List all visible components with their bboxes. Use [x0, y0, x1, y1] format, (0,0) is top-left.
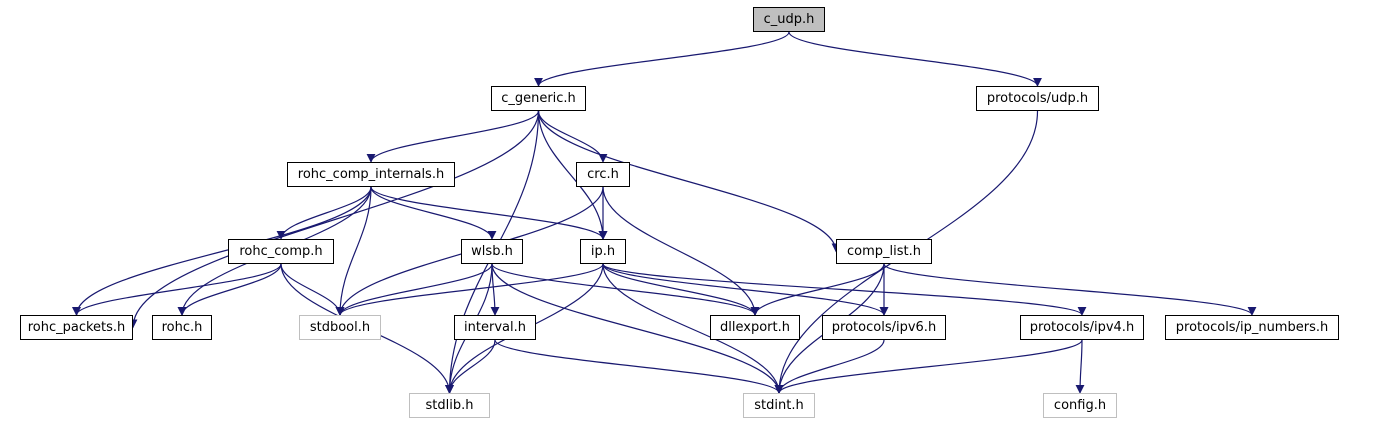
edge-wlsb-to-dllexport	[491, 263, 760, 316]
node-label: dllexport.h	[720, 320, 790, 335]
node-stdbool: stdbool.h	[299, 315, 381, 340]
node-stdint: stdint.h	[743, 393, 815, 418]
edge-c_generic-to-comp_list	[537, 110, 841, 253]
edge-rohc_comp-to-rohc	[177, 263, 282, 316]
edge-comp_list-to-dllexport	[750, 263, 885, 316]
node-rohc-comp[interactable]: rohc_comp.h	[228, 239, 334, 264]
edge-c_generic-to-ip	[537, 110, 608, 240]
node-protocols-ipv6[interactable]: protocols/ipv6.h	[822, 315, 946, 340]
node-ip[interactable]: ip.h	[580, 239, 626, 264]
edge-rohc_comp_internals-to-rohc_packets	[72, 186, 372, 316]
node-label: rohc_comp.h	[239, 244, 323, 259]
node-comp-list[interactable]: comp_list.h	[836, 239, 932, 264]
node-label: rohc.h	[161, 320, 203, 335]
edge-wlsb-to-stdbool	[335, 263, 493, 316]
node-label: stdlib.h	[425, 398, 474, 413]
edge-ip-to-stdint	[602, 263, 784, 394]
edge-c_generic-to-rohc_comp_internals	[366, 110, 540, 163]
node-wlsb[interactable]: wlsb.h	[461, 239, 523, 264]
edge-c_generic-to-crc	[537, 110, 608, 163]
node-label: c_udp.h	[763, 12, 815, 27]
node-label: comp_list.h	[847, 244, 921, 259]
edge-ip-to-ipv4	[602, 263, 1087, 316]
edge-rohc_comp_internals-to-ip	[370, 186, 608, 240]
edge-interval-to-stdlib	[445, 339, 496, 394]
node-label: protocols/ip_numbers.h	[1175, 320, 1329, 335]
edge-rohc_comp_internals-to-wlsb	[370, 186, 497, 240]
node-label: protocols/ipv6.h	[831, 320, 937, 335]
node-protocols-ipv4[interactable]: protocols/ipv4.h	[1020, 315, 1144, 340]
edge-c_udp-to-udp	[788, 31, 1042, 87]
node-label: stdint.h	[754, 398, 804, 413]
edge-rohc_comp_internals-to-stdbool	[335, 186, 372, 316]
edge-interval-to-stdint	[494, 339, 784, 394]
node-label: protocols/ipv4.h	[1029, 320, 1135, 335]
edge-ip-to-stdbool	[335, 263, 604, 316]
node-config: config.h	[1043, 393, 1117, 418]
node-label: wlsb.h	[471, 244, 513, 259]
node-interval[interactable]: interval.h	[454, 315, 536, 340]
edge-c_udp-to-c_generic	[534, 31, 790, 87]
node-protocols-ip-numbers[interactable]: protocols/ip_numbers.h	[1165, 315, 1339, 340]
node-rohc-packets[interactable]: rohc_packets.h	[20, 315, 133, 340]
node-label: config.h	[1053, 398, 1107, 413]
edge-ip-to-ipv6	[602, 263, 889, 316]
node-crc[interactable]: crc.h	[576, 162, 630, 187]
node-label: rohc_comp_internals.h	[297, 167, 445, 182]
node-label: c_generic.h	[501, 91, 576, 106]
edge-ipv4-to-config	[1075, 339, 1085, 394]
node-rohc[interactable]: rohc.h	[152, 315, 212, 340]
edge-ip-to-dllexport	[602, 263, 760, 316]
node-label: rohc_packets.h	[27, 320, 126, 335]
edge-rohc_comp-to-stdbool	[280, 263, 345, 316]
edge-crc-to-dllexport	[602, 186, 760, 316]
edge-comp_list-to-ip_numbers	[883, 263, 1257, 316]
node-label: protocols/udp.h	[986, 91, 1089, 106]
node-dllexport[interactable]: dllexport.h	[710, 315, 800, 340]
node-c-generic[interactable]: c_generic.h	[491, 86, 586, 111]
edge-c_generic-to-rohc_packets	[128, 110, 540, 329]
edge-rohc_comp_internals-to-rohc_comp	[276, 186, 372, 240]
node-label: ip.h	[590, 244, 616, 259]
node-stdlib: stdlib.h	[409, 393, 490, 418]
edge-wlsb-to-stdint	[491, 263, 784, 394]
node-label: crc.h	[587, 167, 619, 182]
node-c-udp: c_udp.h	[753, 7, 825, 32]
node-protocols-udp[interactable]: protocols/udp.h	[976, 86, 1099, 111]
node-rohc-comp-internals[interactable]: rohc_comp_internals.h	[287, 162, 455, 187]
node-label: stdbool.h	[309, 320, 371, 335]
node-label: interval.h	[464, 320, 526, 335]
edge-rohc_comp-to-rohc_packets	[72, 263, 282, 316]
edge-ipv4-to-stdint	[774, 339, 1083, 394]
